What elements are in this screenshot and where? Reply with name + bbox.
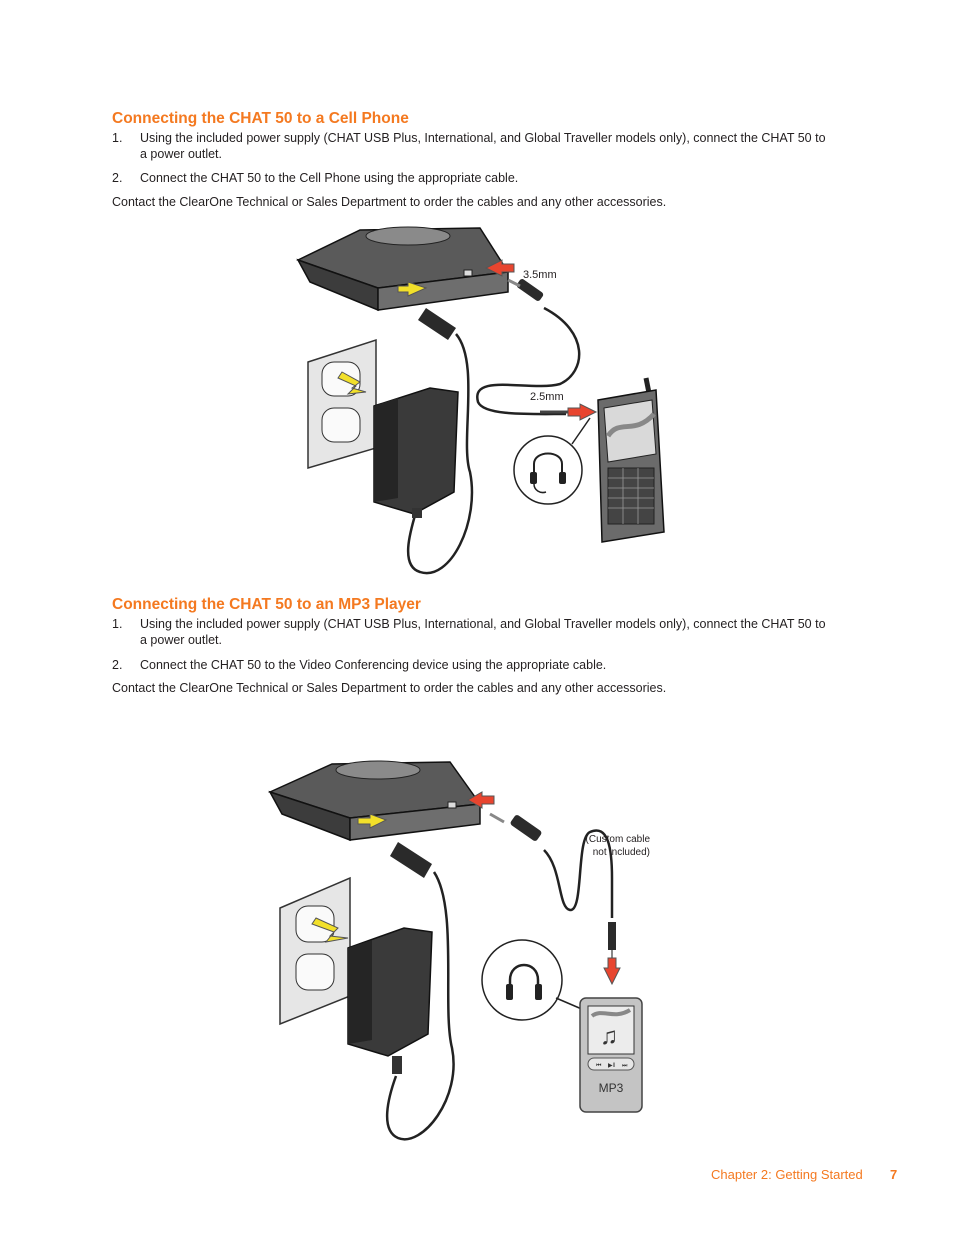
audio-cable [476, 306, 581, 416]
step-text: Connect the CHAT 50 to the Video Confere… [140, 658, 607, 672]
custom-cable-label-line1: (Custom cable [586, 834, 651, 845]
outlet-arrow-icon [337, 371, 367, 395]
play-pause-icon: ▶‖ [608, 1063, 615, 1069]
headset-icon [533, 452, 563, 478]
power-plug [406, 308, 474, 575]
footer-chapter-title: Chapter 2: Getting Started [711, 1167, 863, 1182]
3-5mm-plug [489, 812, 542, 841]
outlet-arrow-icon [311, 917, 349, 943]
audio-port-arrow-icon [466, 791, 495, 809]
previous-track-icon: ⏮ [596, 1063, 602, 1069]
mp3-label: MP3 [599, 1081, 624, 1095]
headphones-icon [508, 963, 540, 996]
page-number: 7 [890, 1167, 898, 1182]
wall-outlet [307, 338, 377, 470]
headset-callout [513, 417, 591, 505]
power-plug [385, 842, 455, 1141]
ordering-note: Contact the ClearOne Technical or Sales … [112, 195, 667, 209]
power-adapter [373, 387, 459, 518]
mp3-player: ♫ ⏮ ▶‖ ⏭ MP3 [579, 997, 643, 1113]
step-number: 1. [112, 617, 123, 631]
step-number: 2. [112, 658, 123, 672]
step-text: Using the included power supply (CHAT US… [140, 131, 826, 161]
label-2-5mm: 2.5mm [530, 391, 564, 403]
section-title-mp3-player: Connecting the CHAT 50 to an MP3 Player [112, 596, 421, 613]
custom-cable [543, 829, 614, 918]
cell-phone-connection-diagram: 3.5mm 2.5mm [296, 226, 665, 575]
chat50-speakerphone [267, 760, 482, 842]
custom-cable-label-line2: not included) [593, 847, 650, 858]
step-text: Connect the CHAT 50 to the Cell Phone us… [140, 171, 519, 185]
ordering-note: Contact the ClearOne Technical or Sales … [112, 681, 667, 695]
headphones-callout [481, 939, 585, 1021]
wall-outlet [279, 876, 351, 1026]
3-5mm-plug [507, 278, 544, 301]
cell-phone [597, 377, 665, 543]
mp3-player-connection-diagram: (Custom cable not included) ♫ ⏮ ▶‖ ⏭ MP3 [267, 760, 651, 1141]
step-number: 2. [112, 171, 123, 185]
step-number: 1. [112, 131, 123, 145]
audio-port-arrow-icon [484, 259, 515, 277]
next-track-icon: ⏭ [622, 1063, 628, 1069]
power-adapter [347, 927, 433, 1074]
label-3-5mm: 3.5mm [523, 269, 557, 281]
chat50-speakerphone [296, 226, 510, 312]
step-text: Using the included power supply (CHAT US… [140, 617, 826, 647]
power-port-arrow-icon [397, 281, 428, 297]
music-note-icon: ♫ [600, 1023, 618, 1050]
mp3-port-arrow-icon [603, 957, 621, 986]
section-title-cell-phone: Connecting the CHAT 50 to a Cell Phone [112, 110, 409, 127]
power-port-arrow-icon [357, 813, 388, 829]
phone-port-arrow-icon [567, 403, 598, 421]
